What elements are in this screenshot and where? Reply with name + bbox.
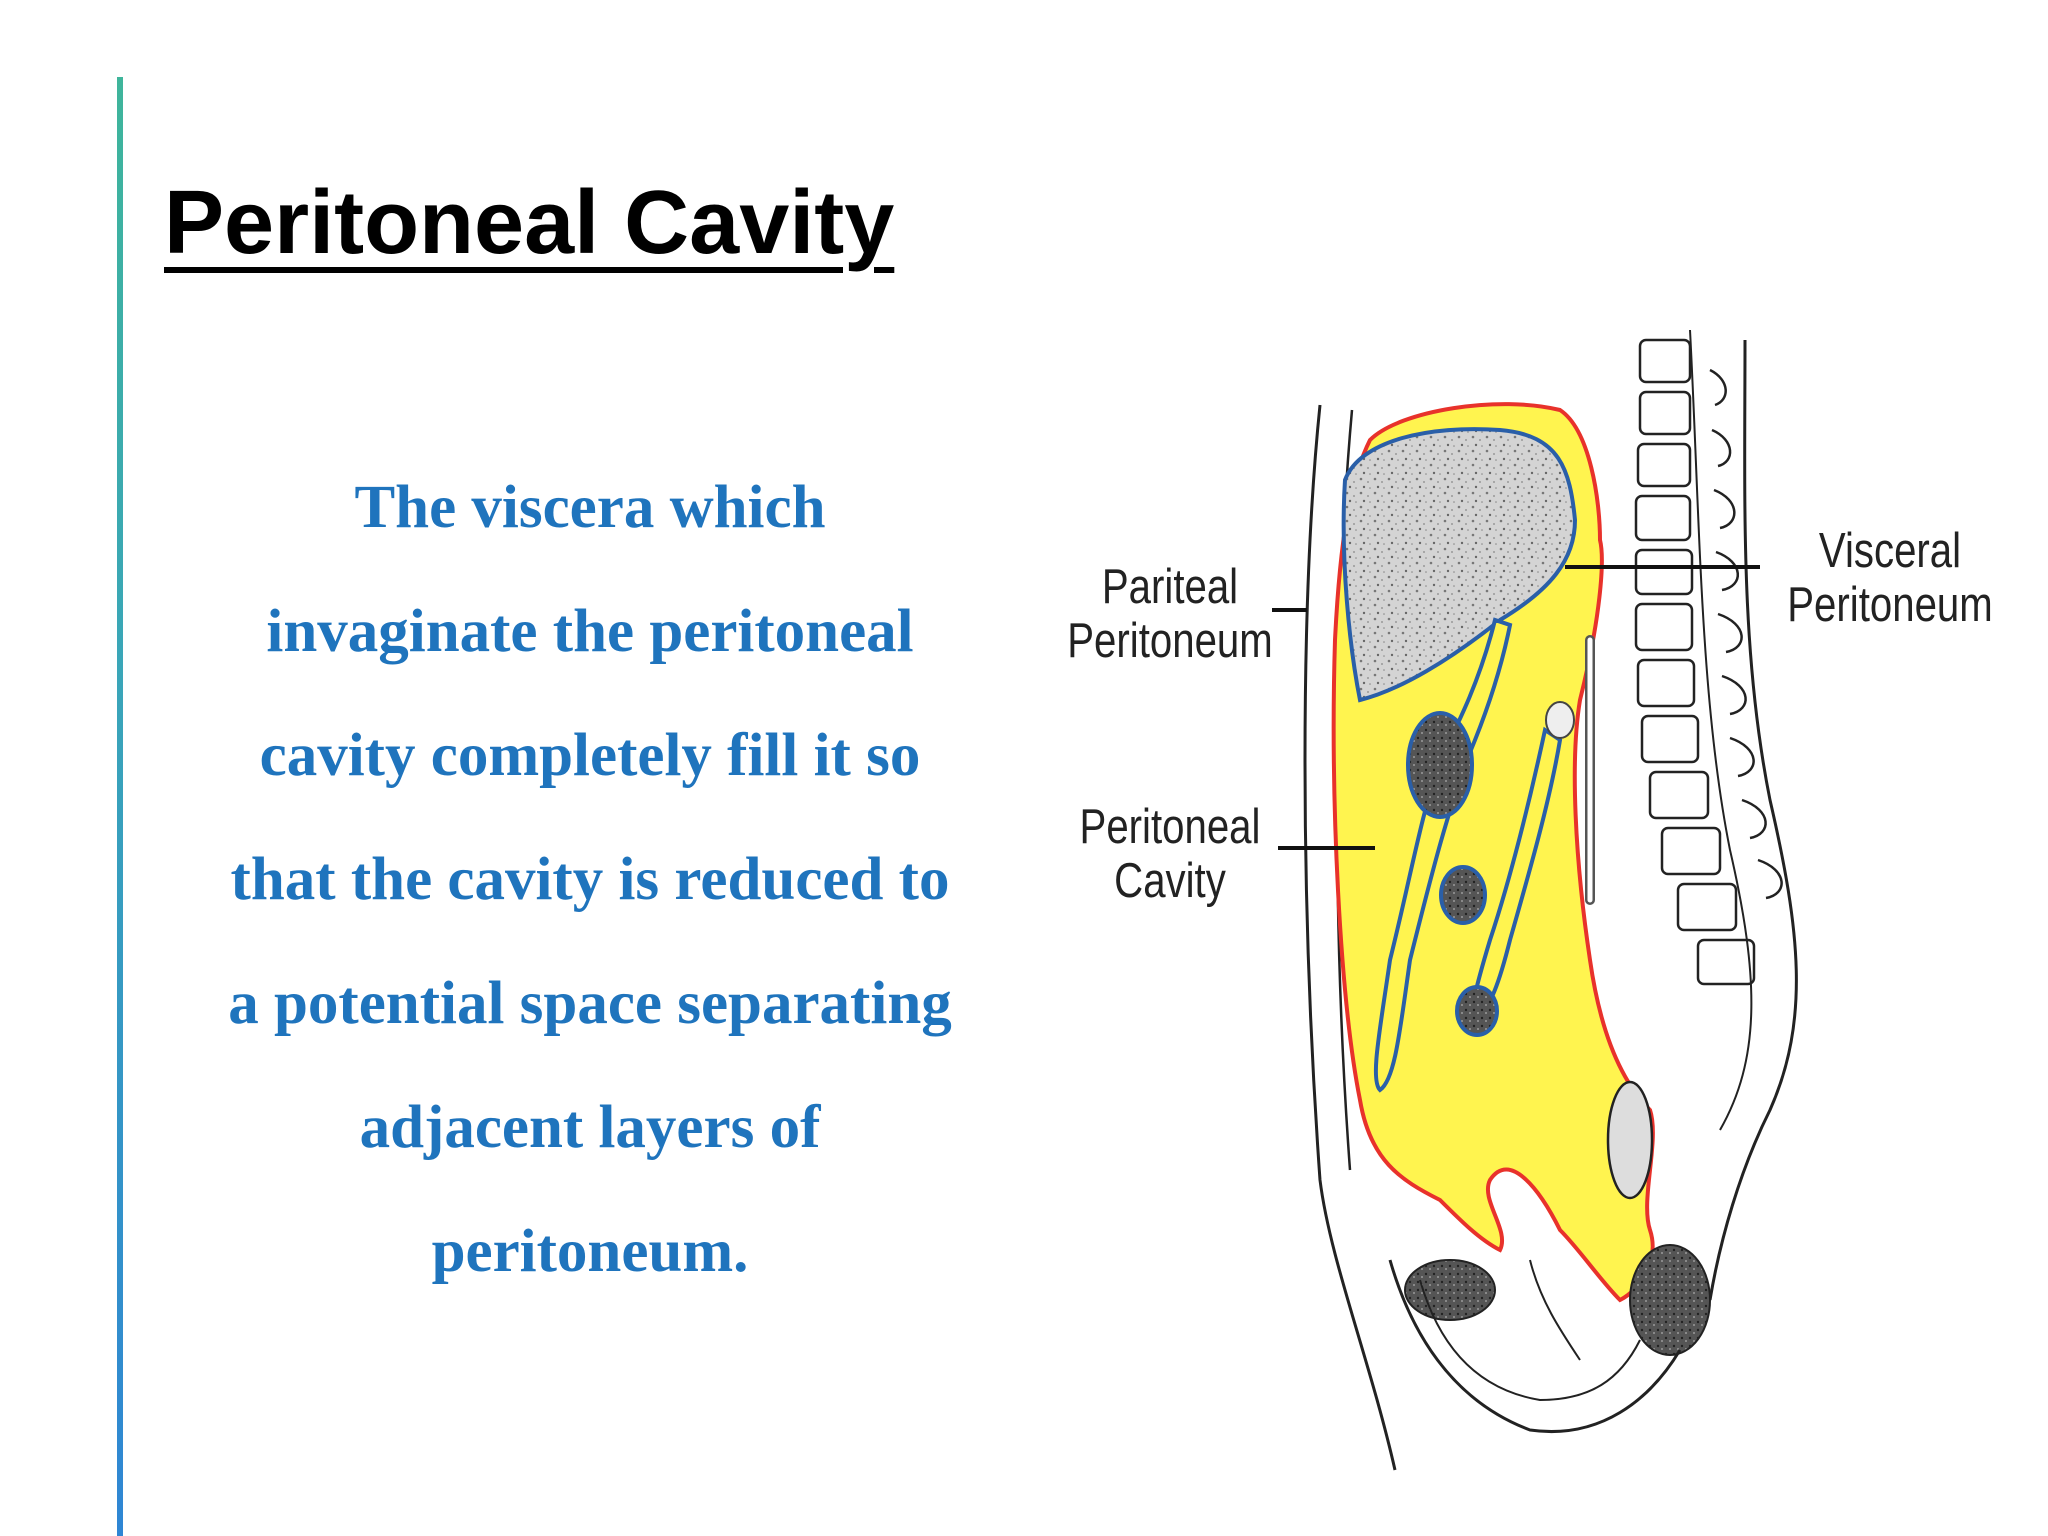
- stomach: [1406, 711, 1474, 819]
- body-line: peritoneum.: [431, 1218, 749, 1285]
- body-line: adjacent layers of: [359, 1094, 821, 1161]
- label-line: Cavity: [1114, 854, 1226, 908]
- transverse-colon: [1439, 865, 1487, 925]
- pelvic-outline: [1388, 1259, 1682, 1433]
- label-visceral-peritoneum: Visceral Peritoneum: [1767, 524, 2013, 632]
- accent-bar: [117, 77, 123, 1536]
- posterior-wall: [1708, 339, 1798, 1301]
- rectum: [1606, 1080, 1654, 1200]
- sigmoid-colon: [1629, 1244, 1711, 1356]
- vertebral-column: [1634, 338, 1756, 986]
- slide-title: Peritoneal Cavity: [164, 173, 895, 273]
- label-line: Pariteal: [1101, 560, 1239, 614]
- label-peritoneal-cavity: Peritoneal Cavity: [1055, 800, 1285, 908]
- peritoneum-diagram: [1272, 329, 1798, 1471]
- label-parietal-peritoneum: Pariteal Peritoneum: [1047, 560, 1293, 668]
- body-paragraph: The viscera which invaginate the periton…: [150, 446, 1030, 1314]
- label-line: Peritoneum: [1067, 614, 1273, 668]
- label-line: Peritoneal: [1079, 800, 1261, 854]
- bladder: [1404, 1259, 1496, 1321]
- spinous-processes: [1709, 368, 1783, 900]
- body-line: The viscera which: [354, 474, 826, 541]
- liver: [1341, 427, 1578, 703]
- anterior-wall-outer: [1303, 404, 1397, 1471]
- body-line: cavity completely fill it so: [259, 722, 921, 789]
- small-intestine: [1455, 985, 1499, 1037]
- pancreas: [1545, 701, 1575, 739]
- label-line: Visceral: [1818, 524, 1962, 578]
- body-line: that the cavity is reduced to: [230, 846, 950, 913]
- body-line: a potential space separating: [228, 970, 952, 1037]
- body-line: invaginate the peritoneal: [266, 598, 914, 665]
- label-line: Peritoneum: [1787, 578, 1993, 632]
